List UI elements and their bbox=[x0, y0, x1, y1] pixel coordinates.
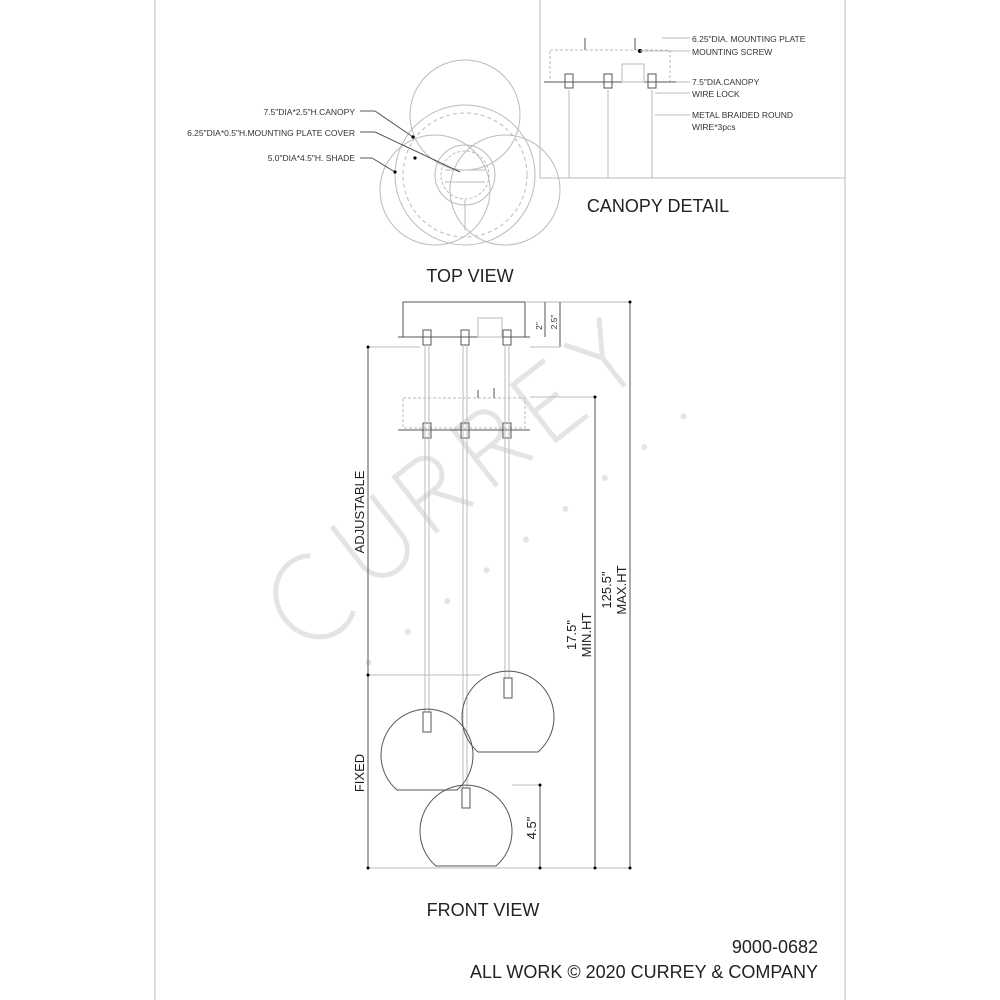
callout-mounting-plate: 6.25"DIA. MOUNTING PLATE bbox=[692, 34, 806, 44]
callout-canopy: 7.5"DIA*2.5"H.CANOPY bbox=[263, 107, 355, 117]
callout-mounting-plate-cover: 6.25"DIA*0.5"H.MOUNTING PLATE COVER bbox=[187, 128, 355, 138]
callout-mounting-screw: MOUNTING SCREW bbox=[692, 47, 772, 57]
part-number: 9000-0682 bbox=[732, 937, 818, 957]
callout-wire-lock: WIRE LOCK bbox=[692, 89, 740, 99]
top-view-drawing bbox=[360, 59, 561, 246]
copyright: ALL WORK © 2020 CURREY & COMPANY bbox=[470, 962, 818, 982]
dim-max-label: MAX.HT bbox=[614, 565, 629, 614]
callout-braided-wire: METAL BRAIDED ROUND bbox=[692, 110, 793, 120]
dim-adjustable: ADJUSTABLE bbox=[352, 470, 367, 553]
canopy-detail-box bbox=[539, 0, 845, 179]
top-view-title: TOP VIEW bbox=[426, 266, 513, 286]
dim-canopy-inner: 2" bbox=[534, 322, 544, 330]
dim-min-label: MIN.HT bbox=[579, 613, 594, 658]
dim-min-value: 17.5" bbox=[564, 620, 579, 650]
dim-fixed: FIXED bbox=[352, 754, 367, 792]
canopy-detail-title: CANOPY DETAIL bbox=[587, 196, 729, 216]
dim-canopy-outer: 2.5" bbox=[549, 315, 559, 330]
callout-wire-count: WIRE*3pcs bbox=[692, 122, 735, 132]
front-view-title: FRONT VIEW bbox=[427, 900, 540, 920]
dim-max-value: 125.5" bbox=[599, 571, 614, 609]
watermark-logo bbox=[273, 317, 687, 666]
callout-shade: 5.0"DIA*4.5"H. SHADE bbox=[268, 153, 356, 163]
callout-canopy-dia: 7.5"DIA.CANOPY bbox=[692, 77, 760, 87]
dim-shade-height: 4.5" bbox=[524, 816, 539, 839]
front-view-drawing bbox=[366, 300, 632, 870]
canopy-detail-drawing bbox=[544, 37, 690, 178]
